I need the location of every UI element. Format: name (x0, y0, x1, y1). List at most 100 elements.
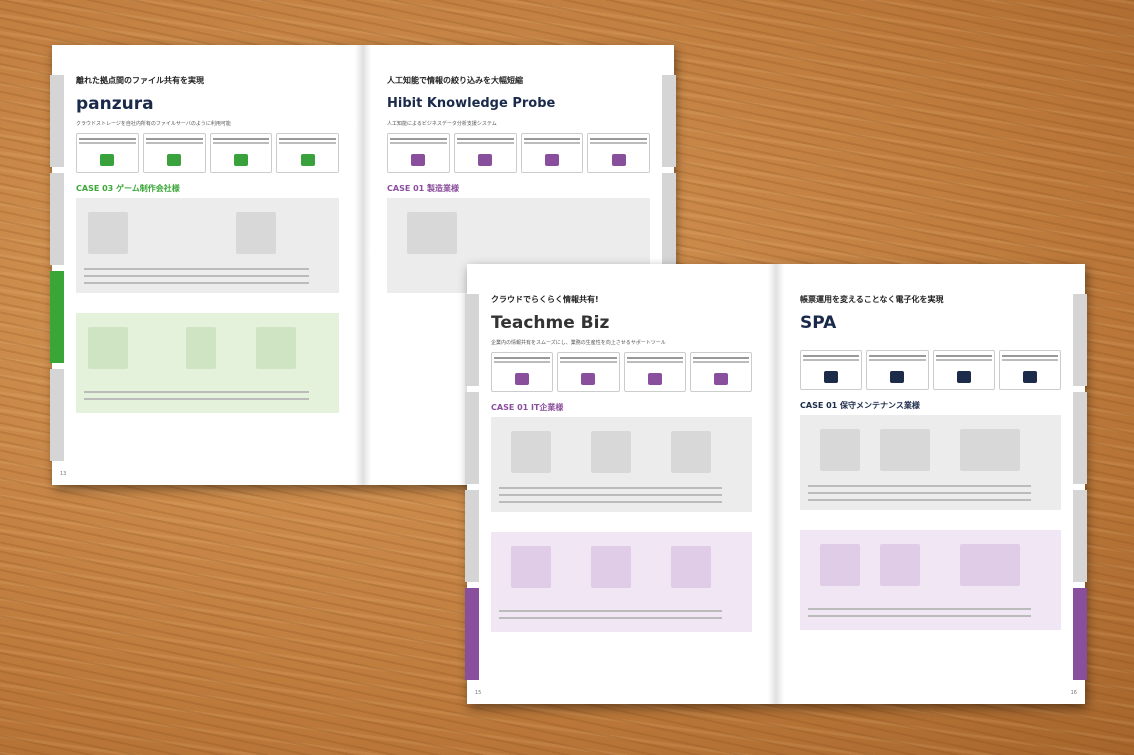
share-icon (713, 373, 728, 385)
section-tabs (50, 75, 64, 467)
panzura-logo: panzura (76, 94, 154, 114)
section-tab (50, 173, 64, 265)
lock-icon (233, 154, 248, 166)
feature-row (491, 352, 752, 392)
feature-card (932, 350, 995, 390)
knowledge-probe-logo: Hibit Knowledge Probe (387, 96, 556, 111)
people-illustration (511, 546, 551, 588)
section-tab (465, 392, 479, 484)
teachme-biz-page: クラウドでらくらく情報共有! Teachme Biz 企業内の情報共有をスムーズ… (467, 264, 776, 704)
feature-row (387, 133, 650, 173)
map-illustration (236, 212, 276, 254)
document-icon (890, 371, 905, 383)
page-heading: 人工知能で情報の絞り込みを大幅短縮 (387, 76, 523, 85)
feature-card (520, 133, 584, 173)
teachme-biz-logo: Teachme Biz (491, 313, 610, 333)
feature-card (387, 133, 450, 173)
devices-icon (581, 373, 596, 385)
page-number: 15 (475, 690, 482, 696)
feature-card (689, 352, 752, 392)
documents-illustration (960, 544, 1020, 586)
lock-icon (956, 371, 971, 383)
feature-card (453, 133, 517, 173)
page-subtitle: 人工知能によるビジネスデータ分析支援システム (387, 121, 497, 127)
document-stack-illustration (407, 212, 457, 254)
spa-page: 帳票運用を変えることなく電子化を実現 SPA CASE 01 保守メンテナンス業… (776, 264, 1085, 704)
feature-card (998, 350, 1061, 390)
feature-card (800, 350, 863, 390)
feature-card (623, 352, 686, 392)
feature-card (76, 133, 139, 173)
section-tab (465, 490, 479, 582)
page-heading: 離れた拠点間のファイル共有を実現 (76, 76, 204, 85)
group-icon (611, 154, 626, 166)
feature-card (142, 133, 206, 173)
shield-icon (300, 154, 315, 166)
cloud-camera-icon (647, 373, 662, 385)
section-tab (662, 173, 676, 265)
people-illustration (671, 546, 711, 588)
people-illustration (671, 431, 711, 473)
feature-row (800, 350, 1061, 390)
map-illustration (88, 212, 128, 254)
search-document-icon (824, 371, 839, 383)
page-heading: 帳票運用を変えることなく電子化を実現 (800, 295, 944, 304)
section-tab (1073, 392, 1087, 484)
server-illustration (880, 429, 930, 471)
person-illustration (820, 429, 860, 471)
knowledge-probe-page: 人工知能で情報の絞り込みを大幅短縮 Hibit Knowledge Probe … (363, 45, 674, 485)
section-tabs (662, 75, 676, 271)
front-brochure-spread: クラウドでらくらく情報共有! Teachme Biz 企業内の情報共有をスムーズ… (465, 264, 1087, 704)
section-tabs (465, 294, 479, 686)
case-label: CASE 01 IT企業様 (491, 403, 564, 412)
section-tab-active (50, 271, 64, 363)
feature-row (76, 133, 339, 173)
section-tab (1073, 294, 1087, 386)
section-tab-active (465, 588, 479, 680)
cloud-icon (167, 154, 182, 166)
documents-illustration (960, 429, 1020, 471)
page-subtitle: クラウドストレージを自社内所有のファイルサーバのように利用可能 (76, 121, 231, 127)
map-illustration (88, 327, 128, 369)
stamp-icon (1022, 371, 1037, 383)
section-tab (465, 294, 479, 386)
feature-card (557, 352, 620, 392)
before-panel (800, 415, 1061, 510)
page-subtitle (800, 339, 1061, 344)
page-heading: クラウドでらくらく情報共有! (491, 295, 599, 304)
section-tab-active (1073, 588, 1087, 680)
case-label: CASE 01 保守メンテナンス業様 (800, 401, 920, 410)
case-label: CASE 01 製造業様 (387, 184, 459, 193)
before-panel (76, 198, 339, 293)
feature-card (587, 133, 650, 173)
page-number: 13 (60, 471, 67, 477)
cloud-illustration (591, 546, 631, 588)
before-panel (491, 417, 752, 512)
document-icon (478, 154, 493, 166)
section-tab (50, 369, 64, 461)
spread-gutter (768, 264, 784, 704)
feature-card (209, 133, 273, 173)
case-label: CASE 03 ゲーム制作会社様 (76, 184, 180, 193)
people-illustration (591, 431, 631, 473)
section-tabs (1073, 294, 1087, 686)
edit-icon (515, 373, 530, 385)
people-illustration (511, 431, 551, 473)
after-panel (800, 530, 1061, 630)
spa-logo: SPA (800, 313, 837, 333)
feature-card (866, 350, 929, 390)
section-tab (662, 75, 676, 167)
page-number: 16 (1070, 690, 1077, 696)
chart-icon (411, 154, 426, 166)
section-tab (1073, 490, 1087, 582)
feature-card (276, 133, 339, 173)
section-tab (50, 75, 64, 167)
spread-gutter (355, 45, 371, 485)
person-illustration (820, 544, 860, 586)
feature-card (491, 352, 554, 392)
after-panel (76, 313, 339, 413)
gear-icon (544, 154, 559, 166)
cloud-sync-illustration (186, 327, 216, 369)
cloud-icon (100, 154, 115, 166)
map-illustration (256, 327, 296, 369)
